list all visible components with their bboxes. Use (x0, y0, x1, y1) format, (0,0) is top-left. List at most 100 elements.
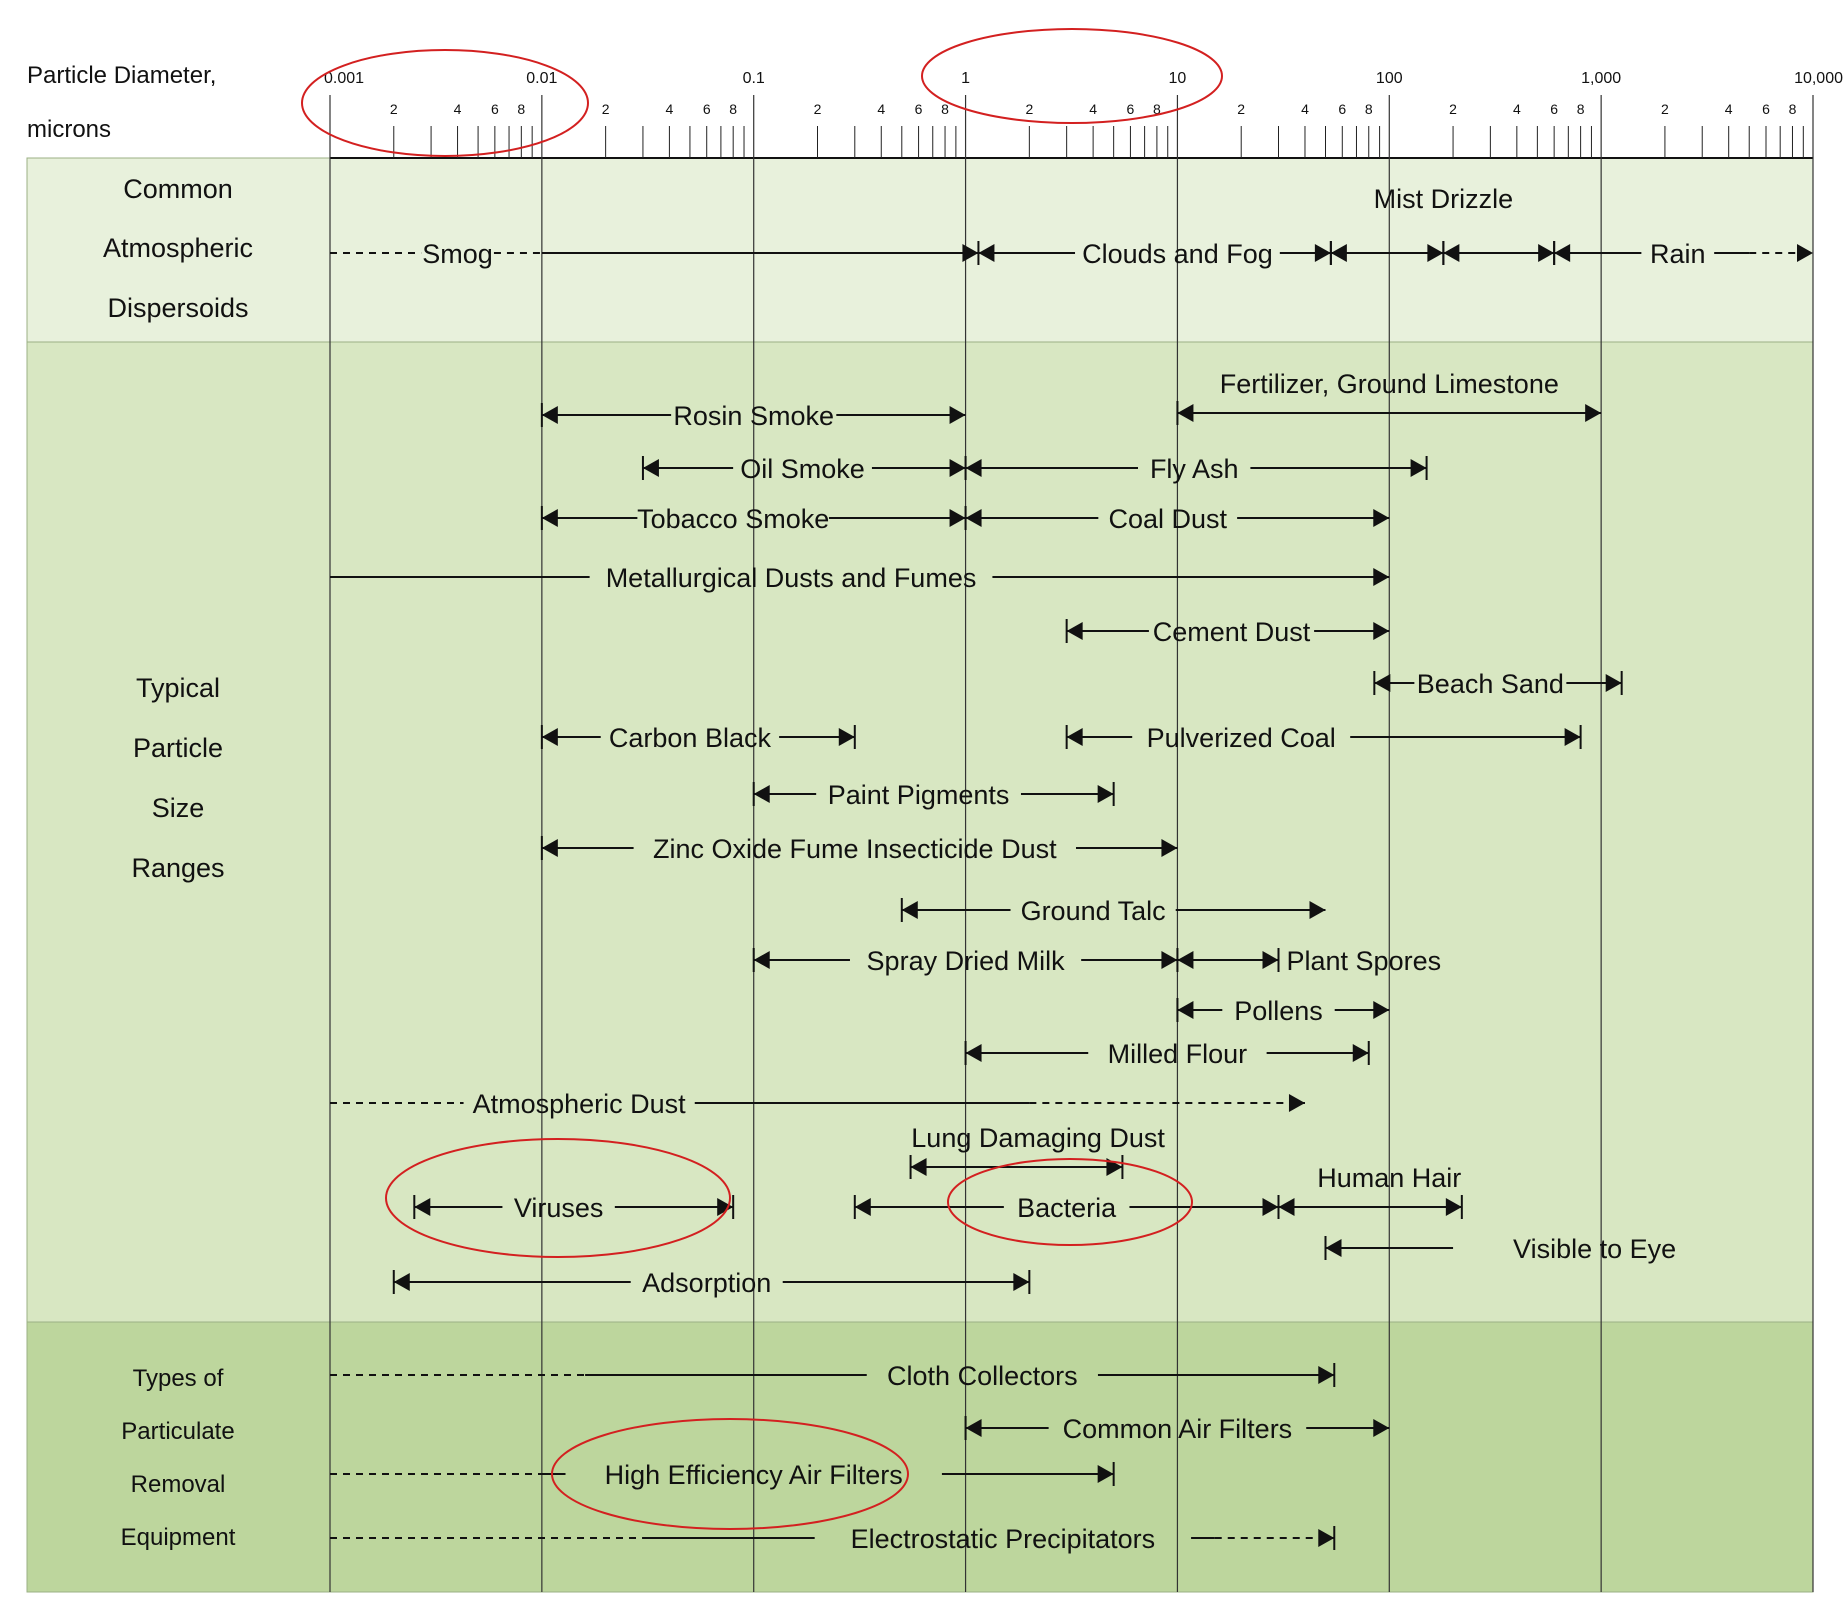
range-arrow (978, 244, 995, 262)
range-arrow (1427, 244, 1444, 262)
range-arrow (1066, 622, 1083, 640)
range-arrow (1373, 1419, 1390, 1437)
range-arrow (910, 1158, 927, 1176)
axis-minor-label: 6 (703, 101, 711, 117)
range-arrow (541, 728, 558, 746)
section-removal-line3: Removal (131, 1471, 226, 1498)
range-arrow (838, 728, 855, 746)
range-label: Smog (422, 239, 493, 269)
range-arrow (1106, 1158, 1123, 1176)
range-arrow (949, 509, 966, 527)
range-label: Beach Sand (1417, 669, 1564, 699)
range-label: Oil Smoke (740, 454, 865, 484)
axis-title-line1: Particle Diameter, (27, 62, 216, 89)
typical-section-bg (26, 341, 1814, 1323)
axis-minor-label: 6 (1550, 101, 1558, 117)
range-label: Adsorption (642, 1268, 771, 1298)
range-human-hair: Human Hair (1277, 1163, 1463, 1219)
axis-minor-label: 4 (1089, 101, 1097, 117)
range-spray-dried-milk: Spray Dried Milk (752, 946, 1178, 976)
highlight-ellipse-bacteria (947, 1158, 1193, 1246)
section-removal-line2: Particulate (121, 1418, 234, 1445)
range-arrow (965, 1419, 982, 1437)
axis-minor-label: 6 (915, 101, 923, 117)
range-label: Clouds and Fog (1082, 239, 1273, 269)
range-arrow (1352, 1044, 1369, 1062)
axis-minor-label: 2 (814, 101, 822, 117)
range-electrostatic-precipitators: Electrostatic Precipitators (330, 1524, 1336, 1554)
highlights-layer (301, 28, 1223, 1530)
axis-minor-label: 4 (666, 101, 674, 117)
section-typical-line4: Ranges (131, 853, 224, 883)
range-label: Tobacco Smoke (637, 504, 829, 534)
range-arrow (965, 459, 982, 477)
axis-major-label: 0.01 (526, 70, 557, 87)
axis-minor-label: 8 (1153, 101, 1161, 117)
axis-major-label: 1,000 (1581, 70, 1621, 87)
axis-minor-label: 2 (602, 101, 610, 117)
range-visible-to-eye: Visible to Eye (1324, 1234, 1676, 1264)
range-arrow (1564, 728, 1581, 746)
axis-minor-label: 2 (1237, 101, 1245, 117)
range-pollens: Pollens (1176, 996, 1390, 1026)
range-label: Lung Damaging Dust (911, 1123, 1165, 1153)
range-high-efficiency-air-filters: High Efficiency Air Filters (330, 1460, 1115, 1490)
range-arrow (962, 244, 979, 262)
axis-minor-label: 8 (1577, 101, 1585, 117)
range-paint-pigments: Paint Pigments (752, 780, 1115, 810)
range-arrow (965, 509, 982, 527)
range-arrow (1373, 1001, 1390, 1019)
range-fly-ash: Fly Ash (964, 454, 1428, 484)
range-coal-dust: Coal Dust (964, 504, 1390, 534)
range-arrow (1097, 1465, 1114, 1483)
range-label: Cement Dust (1153, 617, 1311, 647)
range-label: Ground Talc (1021, 896, 1166, 926)
range-arrow (753, 951, 770, 969)
range-bacteria: Bacteria (853, 1193, 1280, 1223)
range-arrow (1374, 674, 1391, 692)
range-label: Carbon Black (609, 723, 772, 753)
range-arrow (1013, 1273, 1030, 1291)
range-carbon-black: Carbon Black (540, 723, 856, 753)
range-arrow (1097, 785, 1114, 803)
axis-minor-label: 8 (1789, 101, 1797, 117)
range-label: Human Hair (1317, 1163, 1461, 1193)
section-typical-line1: Typical (136, 673, 220, 703)
range-arrow (1445, 1198, 1462, 1216)
axis-minor-label: 4 (1301, 101, 1309, 117)
axis-major-label: 0.001 (324, 70, 364, 87)
axis-minor-label: 8 (729, 101, 737, 117)
axis-minor-label: 6 (1127, 101, 1135, 117)
range-arrow (1443, 244, 1460, 262)
range-arrow (541, 839, 558, 857)
range-label: High Efficiency Air Filters (605, 1460, 903, 1490)
range-viruses: Viruses (413, 1193, 735, 1223)
highlight-ellipse-axis-1-10 (921, 28, 1223, 124)
range-arrow (541, 406, 558, 424)
range-label: Coal Dust (1108, 504, 1227, 534)
section-atmospheric-line1: Common (123, 174, 233, 204)
axis-minor-label: 6 (1338, 101, 1346, 117)
range-mist-drizzle: Mist Drizzle (1374, 184, 1514, 214)
range-tobacco-smoke: Tobacco Smoke (540, 504, 966, 534)
range-smog: Smog (330, 239, 979, 269)
range-label: Fly Ash (1150, 454, 1239, 484)
axis-title-line2: microns (27, 116, 111, 143)
range-label: Rosin Smoke (673, 401, 834, 431)
axis-major-label: 100 (1376, 70, 1403, 87)
range-label: Electrostatic Precipitators (851, 1524, 1156, 1554)
axis-minor-label: 4 (1513, 101, 1521, 117)
range-arrow (1309, 901, 1326, 919)
range-arrow (1585, 404, 1602, 422)
range-clouds-and-fog: Clouds and Fog (977, 239, 1332, 269)
range-label: Metallurgical Dusts and Fumes (606, 563, 977, 593)
range-label: Visible to Eye (1513, 1234, 1676, 1264)
range-arrow (1538, 244, 1555, 262)
range-label: Viruses (514, 1193, 604, 1223)
range-beach-sand: Beach Sand (1373, 669, 1623, 699)
range-arrow (1177, 1001, 1194, 1019)
range-label: Zinc Oxide Fume Insecticide Dust (653, 834, 1057, 864)
range-arrow (1262, 951, 1279, 969)
